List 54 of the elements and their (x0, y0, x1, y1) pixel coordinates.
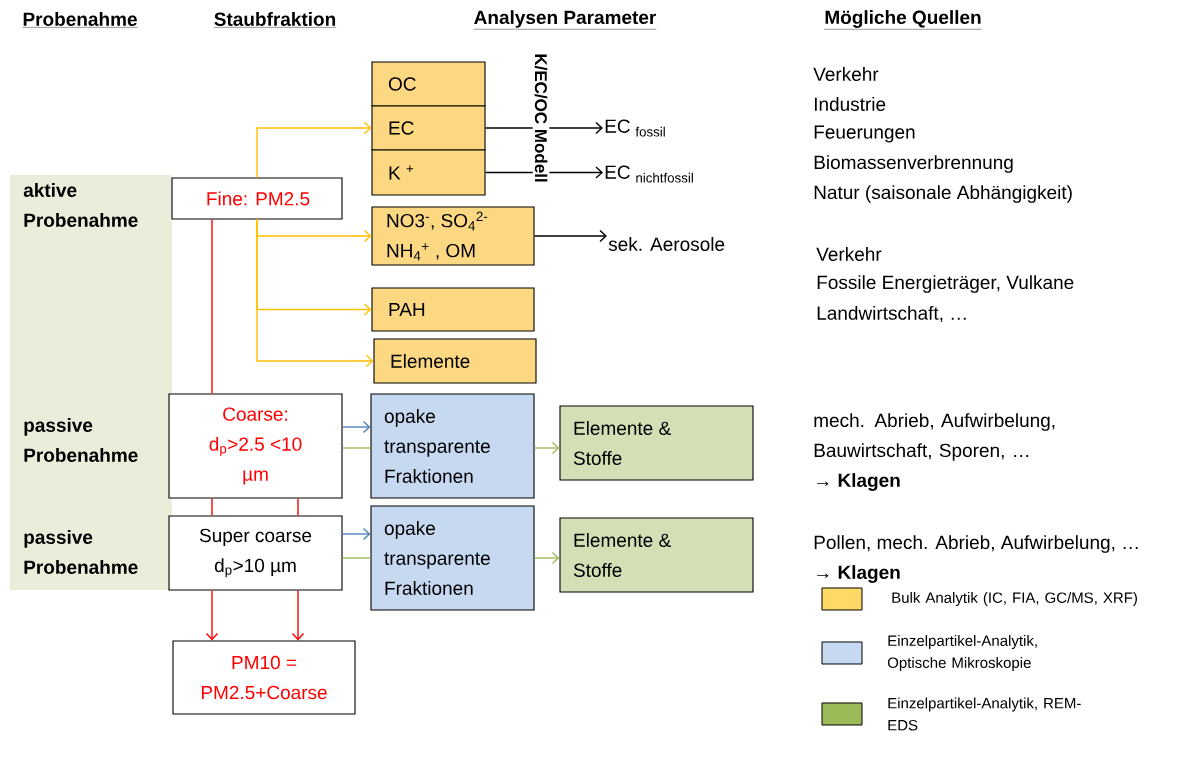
source-text: Feuerungen (814, 125, 915, 143)
arrow (533, 229, 607, 243)
source-text: Biomassenverbrennung (814, 155, 1013, 173)
analysis-box: PAH (371, 287, 535, 332)
result-label: $\mathrm{EC}\;_{\mathrm{nichtfossil}}$ (605, 165, 693, 183)
arrow (341, 420, 371, 434)
sample-box: Fine: PM2.5 (171, 177, 343, 220)
connector-line (341, 447, 372, 449)
result-label: $\mathrm{EC}\;_{\mathrm{fossil}}$ (605, 119, 665, 137)
analysis-box: Elemente (373, 338, 537, 384)
connector-line (211, 218, 213, 395)
legend-text: Einzelpartikel-Analytik, Optische Mikroskopie (887, 635, 1037, 671)
connector-line (211, 497, 213, 517)
sampling-band: aktive Probenahme passive Probenahme passive Probenahme (10, 175, 172, 590)
conclusion-text: → Klagen (817, 473, 900, 491)
source-text: Verkehr (816, 247, 882, 261)
source-text: Pollen, mech. Abrieb, Aufwirbelung, … (814, 535, 1138, 553)
analysis-box: opake transparente Fraktionen (370, 505, 535, 611)
arrow (205, 589, 219, 641)
legend-text: Einzelpartikel-Analytik, REM-EDS (888, 697, 1081, 731)
model-label: K/EC/OC Modell (532, 51, 550, 185)
arrow (533, 551, 560, 565)
source-text: Verkehr (813, 67, 879, 81)
analysis-box: NO3$^{-}$, SO$_{4}$2- NH$_{4}$$^{+}$ , OM (371, 206, 535, 266)
analysis-box: OC (371, 61, 486, 107)
column-heading: Mögliche Quellen (824, 10, 982, 30)
sample-box: Super coarse d$_{p}$>10 µm (168, 515, 343, 591)
source-text: mech. Abrieb, Aufwirbelung, Bauwirtschaft, Sporen, … (814, 413, 1055, 461)
result-label: sek. Aerosole (608, 237, 725, 251)
analysis-box: K $^{+}$ (371, 149, 486, 196)
conclusion-text: → Klagen (817, 565, 900, 583)
arrow (484, 166, 603, 179)
arrow (341, 527, 371, 541)
arrow (484, 121, 603, 135)
column-heading: Analysen Parameter (473, 10, 657, 30)
source-text: Fossile Energieträger, Vulkane (817, 275, 1074, 293)
source-text: Natur (saisonale Abhängigkeit) (814, 185, 1072, 203)
arrow (533, 441, 560, 455)
arrow (291, 589, 305, 641)
column-heading: Staubfraktion (213, 12, 337, 28)
legend-text: Bulk Analytik (IC, FIA, GC/MS, XRF) (892, 592, 1137, 606)
connector-line (341, 557, 372, 559)
result-box: PM10 = PM2.5+Coarse (172, 640, 356, 715)
analysis-box: Elemente & Stoffe (559, 405, 754, 481)
source-text: Industrie (814, 97, 886, 111)
column-heading: Probenahme (22, 12, 138, 28)
arrow (256, 121, 372, 179)
analysis-box: EC (371, 105, 486, 151)
arrow (256, 218, 374, 368)
sample-box: Coarse: d$_{p}$>2.5 <10 µm (168, 393, 343, 499)
source-text: Landwirtschaft, … (817, 305, 966, 323)
analysis-box: opake transparente Fraktionen (370, 393, 535, 499)
analysis-box: Elemente & Stoffe (559, 517, 754, 593)
connector-line (297, 497, 299, 517)
